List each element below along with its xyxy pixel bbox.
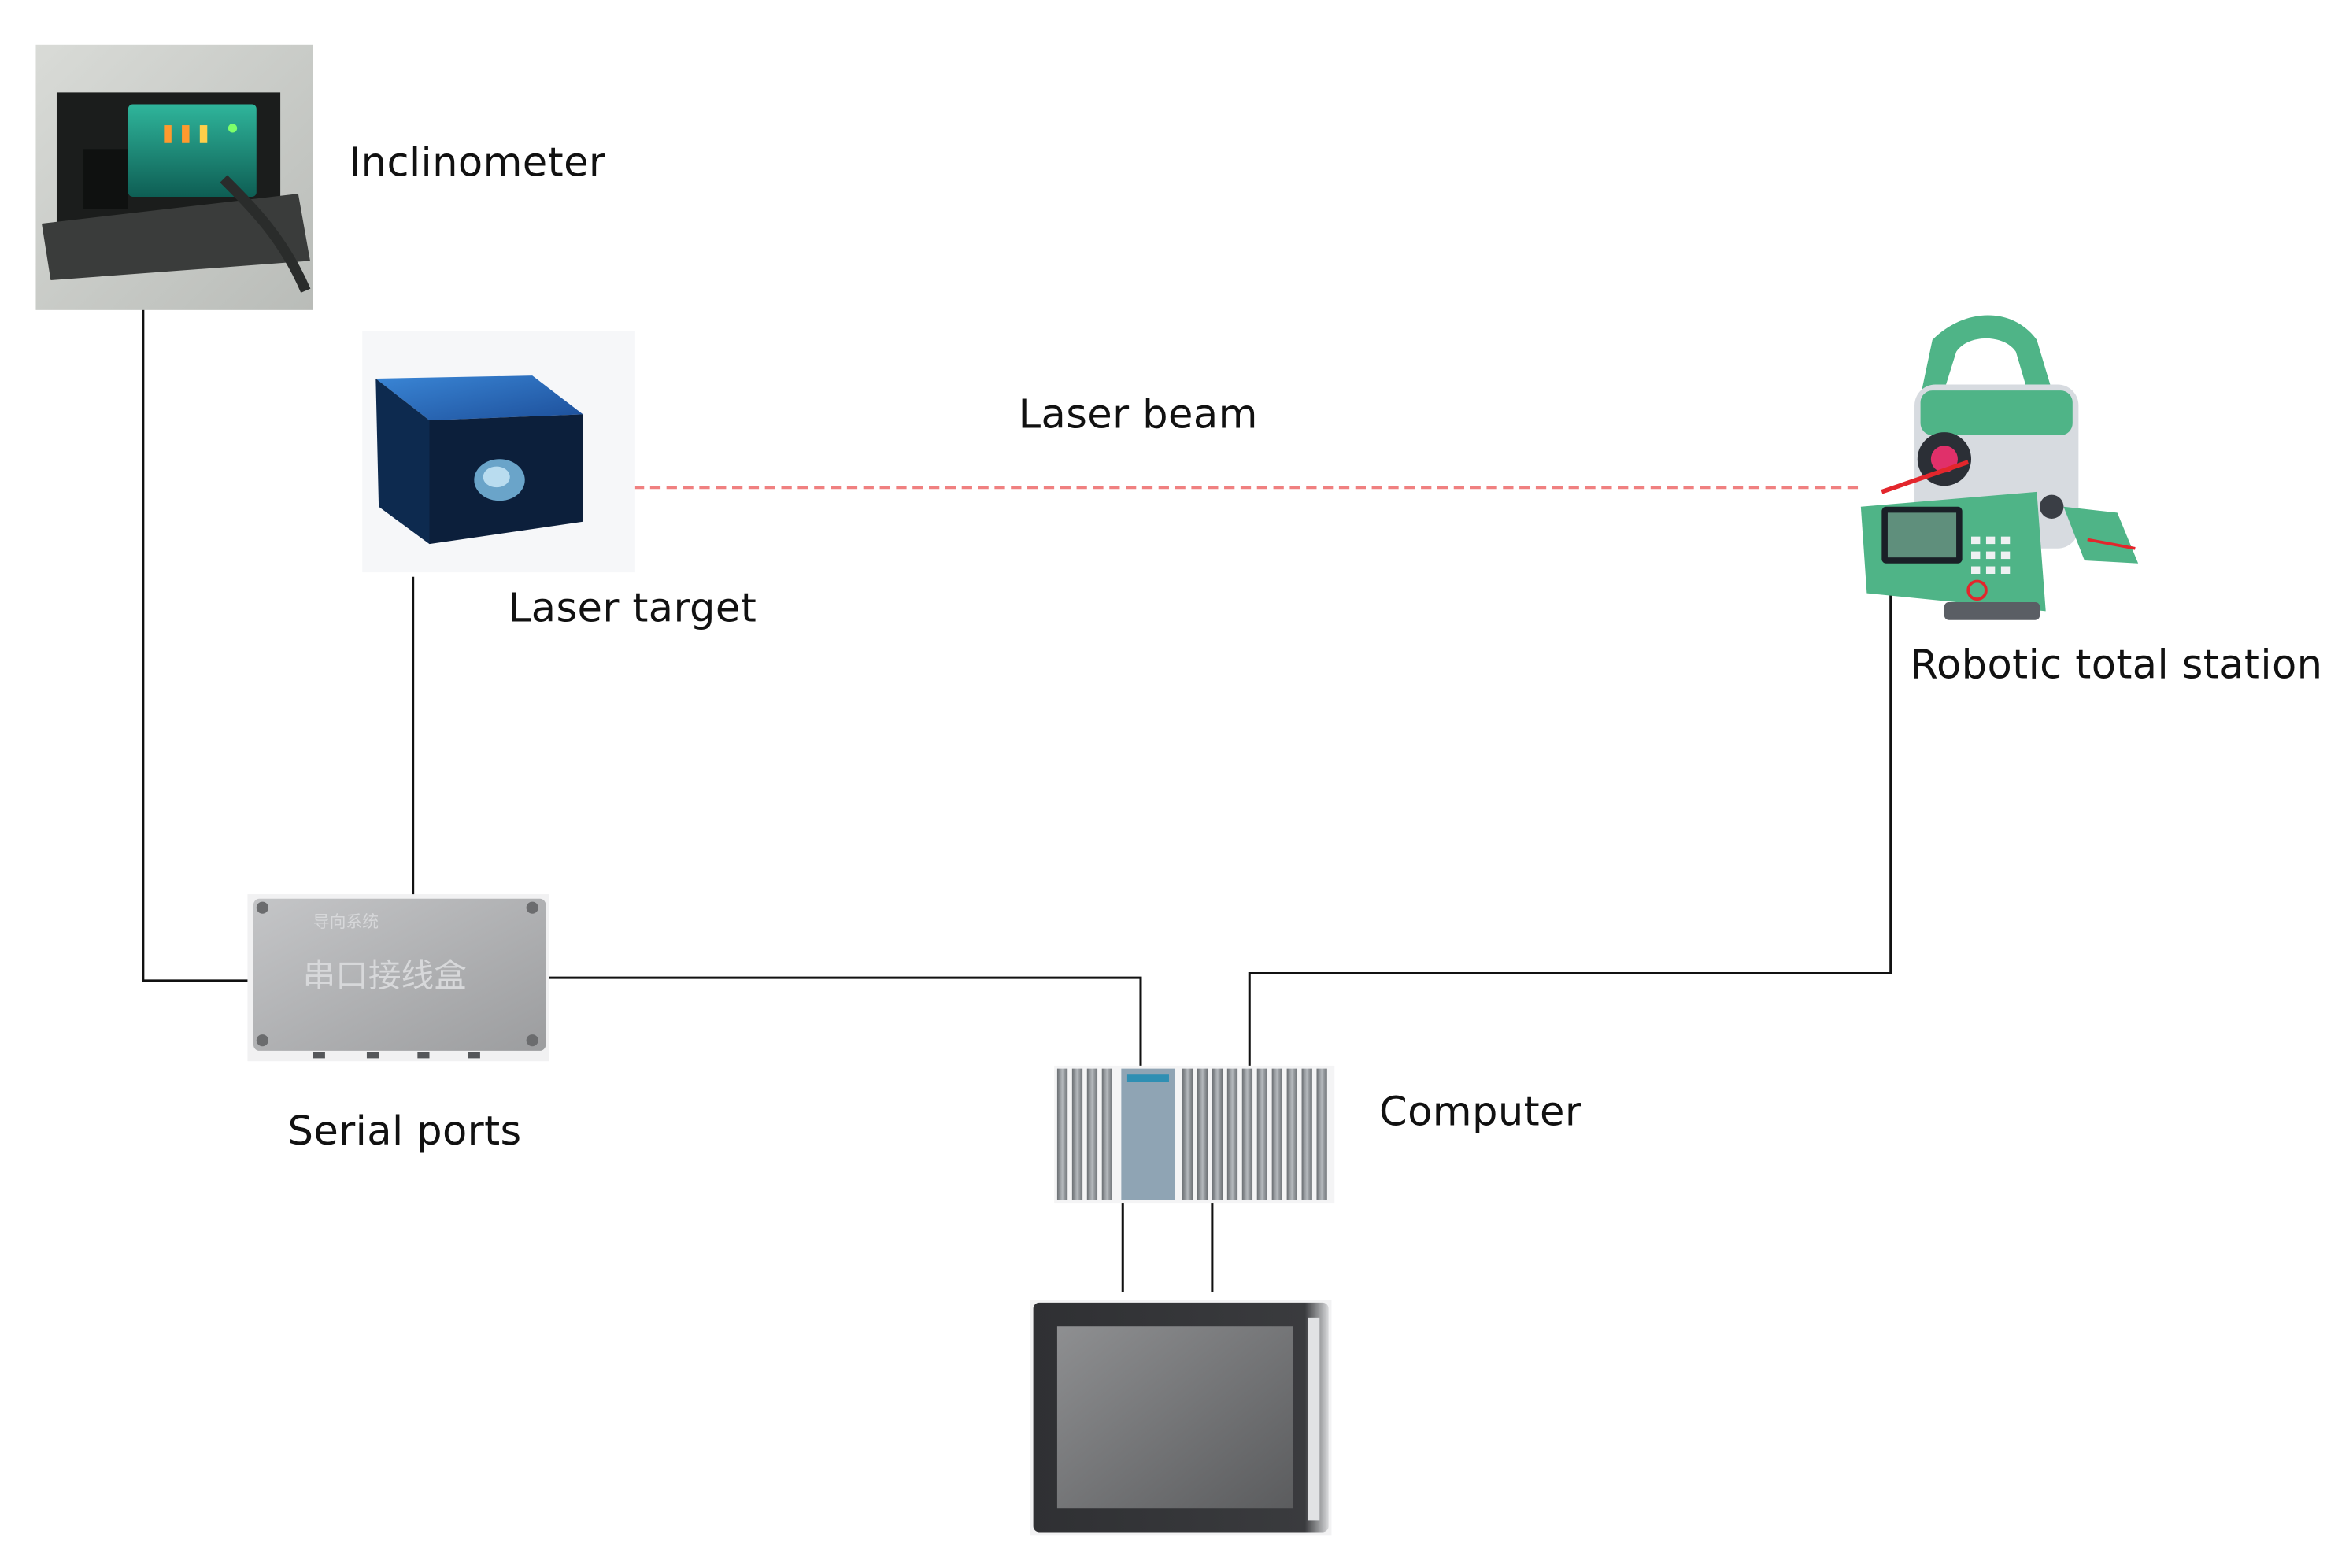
serial-ports-label: Serial ports: [287, 1108, 522, 1156]
serial-box-small-text: 导向系统: [313, 912, 379, 931]
total-station-photo: [1860, 315, 2139, 620]
laser-target-photo: [362, 331, 635, 573]
robotic-total-station-label: Robotic total station: [1910, 642, 2323, 689]
wire-inclinometer-serial: [142, 308, 251, 982]
computer-photo: [1054, 1065, 1335, 1204]
inclinometer-photo: [35, 44, 313, 310]
computer-label: Computer: [1379, 1089, 1582, 1136]
laser-target-label: Laser target: [508, 586, 757, 632]
wire-station-computer: [1248, 590, 1892, 1067]
wires: [142, 308, 1892, 1292]
monitor-photo: [1030, 1300, 1332, 1536]
laser-beam-label: Laser beam: [1018, 391, 1258, 438]
inclinometer-label: Inclinometer: [349, 139, 606, 187]
serial-junction-box-photo: 导向系统 串口接线盒: [247, 894, 549, 1062]
serial-box-large-text: 串口接线盒: [303, 956, 467, 995]
wire-serial-computer: [547, 976, 1142, 1067]
